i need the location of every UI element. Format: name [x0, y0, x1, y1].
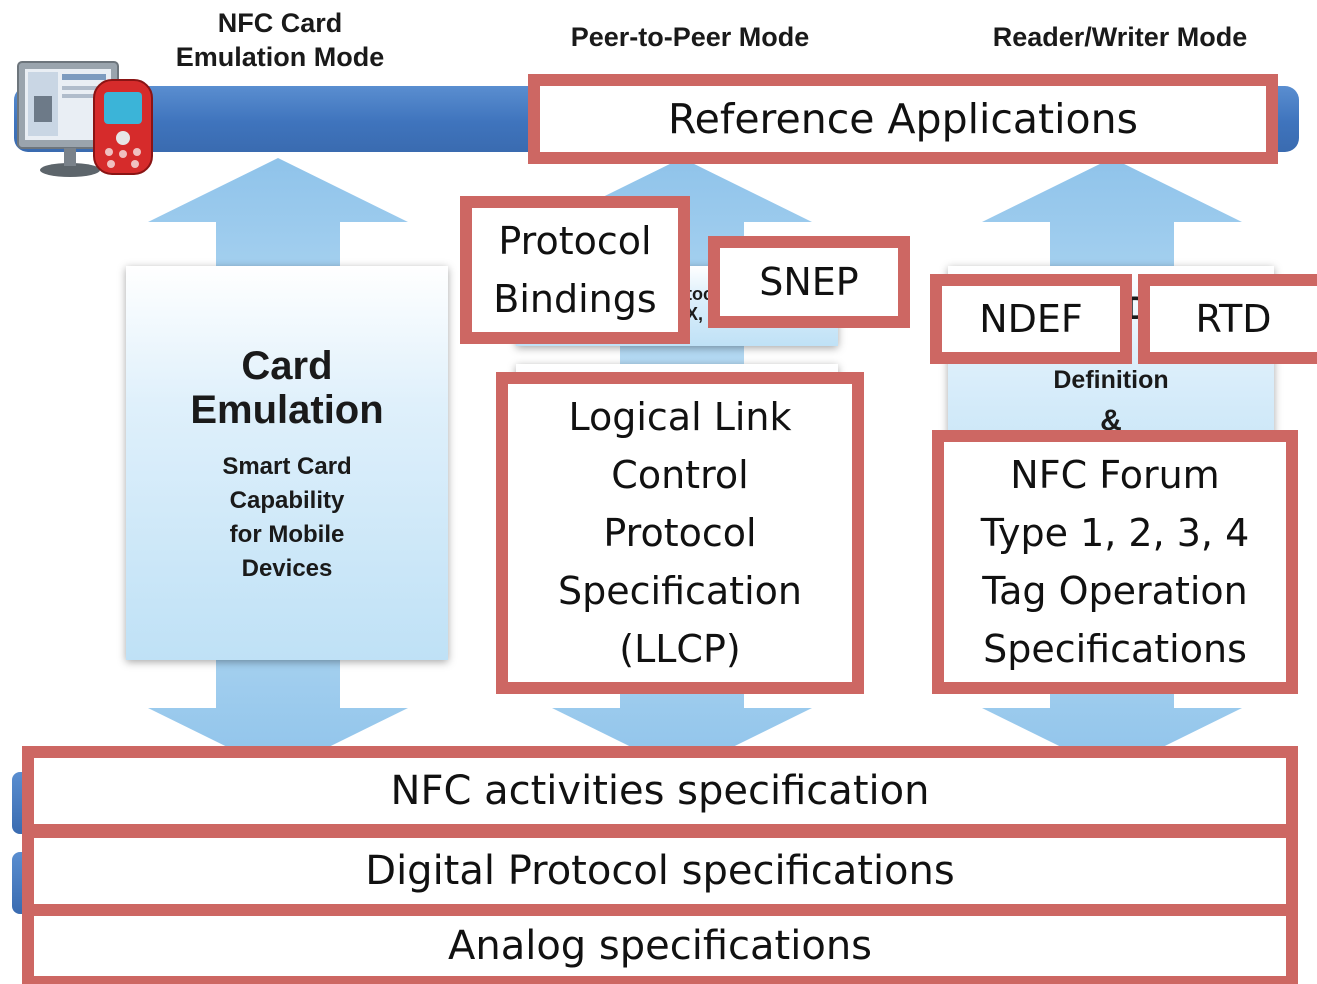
analog-label: Analog specifications: [447, 923, 873, 969]
digital-protocol-label: Digital Protocol specifications: [365, 848, 955, 894]
tag-operation-label: NFC Forum Type 1, 2, 3, 4 Tag Operation …: [980, 453, 1250, 671]
rw-amp-text: &: [1100, 404, 1122, 437]
reference-applications-label: Reference Applications: [668, 95, 1138, 143]
rtd-label: RTD: [1195, 297, 1272, 341]
snep-label: SNEP: [759, 260, 859, 304]
nfc-activities-box: NFC activities specification: [22, 746, 1298, 836]
tag-operation-box: NFC Forum Type 1, 2, 3, 4 Tag Operation …: [932, 430, 1298, 694]
rw-definition-text: Definition: [1053, 366, 1169, 394]
peer-to-peer-mode-label: Peer-to-Peer Mode: [570, 22, 810, 52]
card-emulation-mode-label: NFC Card Emulation Mode: [175, 8, 385, 72]
device-icon: [17, 61, 153, 177]
rtd-box: RTD: [1138, 274, 1317, 364]
card-emulation-subtitle: Smart Card Capability for Mobile Devices: [222, 453, 352, 582]
protocol-bindings-box: Protocol Bindings: [460, 196, 690, 344]
llcp-label: Logical Link Control Protocol Specificat…: [558, 395, 802, 671]
reference-applications-box: Reference Applications: [528, 74, 1278, 164]
card-emulation-title: Card Emulation: [190, 344, 384, 432]
protocol-bindings-label: Protocol Bindings: [493, 219, 657, 321]
ndef-label: NDEF: [979, 297, 1083, 341]
snep-box: SNEP: [708, 236, 910, 328]
card-emulation-panel: Card Emulation Smart Card Capability for…: [126, 266, 448, 660]
reader-writer-mode-label: Reader/Writer Mode: [992, 22, 1248, 52]
ndef-box: NDEF: [930, 274, 1132, 364]
digital-protocol-box: Digital Protocol specifications: [22, 826, 1298, 916]
llcp-box: Logical Link Control Protocol Specificat…: [496, 372, 864, 694]
nfc-activities-label: NFC activities specification: [390, 768, 930, 814]
analog-box: Analog specifications: [22, 904, 1298, 984]
